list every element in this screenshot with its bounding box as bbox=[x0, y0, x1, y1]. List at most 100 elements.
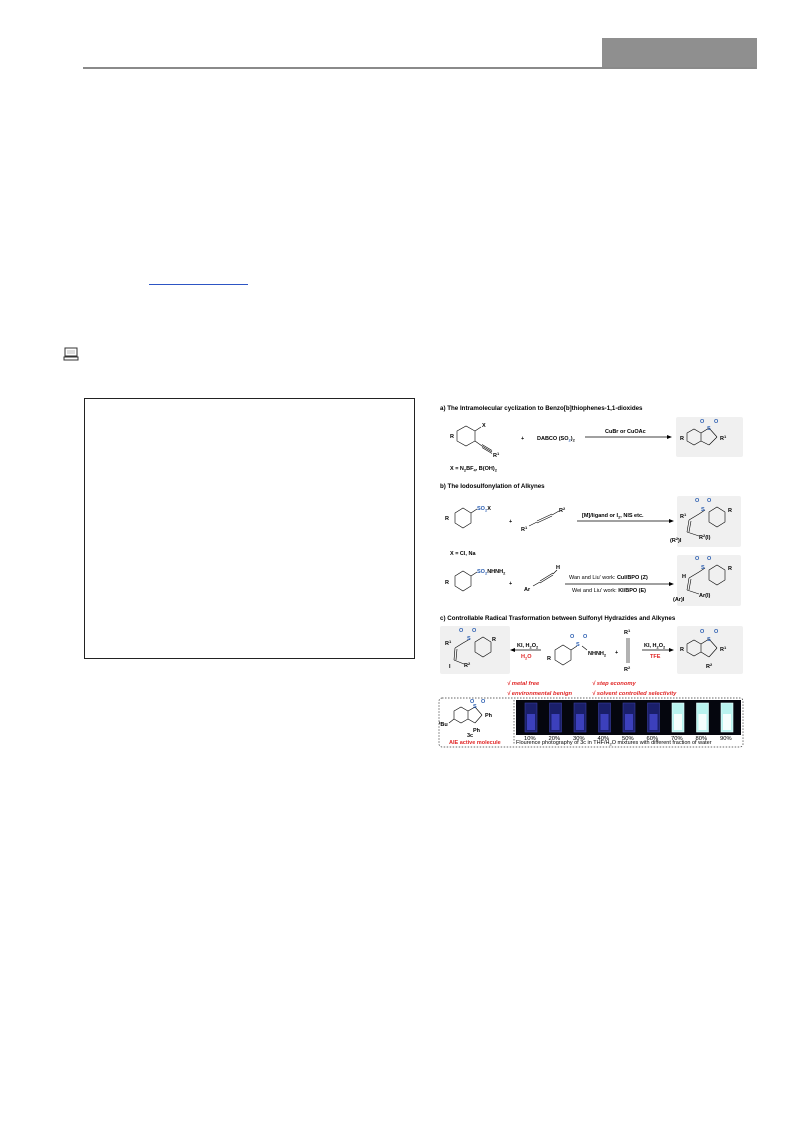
c-left-o1: O bbox=[459, 628, 464, 634]
b-product-2-s: S bbox=[701, 565, 705, 571]
a-plus: + bbox=[521, 436, 524, 442]
a-product-o2: O bbox=[714, 419, 719, 425]
vial-percent-label: 10% bbox=[524, 736, 536, 742]
bullet-step-economy: √ step economy bbox=[592, 680, 637, 687]
c-left-o2: O bbox=[472, 628, 477, 634]
c-right-conditions: KI, H2O2 bbox=[644, 643, 666, 650]
section-c-title: c) Controllable Radical Trasformation be… bbox=[440, 615, 676, 622]
computer-icon bbox=[63, 347, 79, 361]
b-product-2-ar-i: (Ar)I bbox=[673, 597, 685, 603]
b-product-box-2 bbox=[677, 555, 741, 606]
a-reactant bbox=[456, 425, 493, 454]
aie-panel bbox=[438, 697, 744, 748]
c-plus: + bbox=[615, 650, 618, 656]
c-alkyne-r2: R2 bbox=[624, 665, 631, 673]
a-product-r1: R1 bbox=[720, 434, 727, 442]
toc-graphic: a) The Intramolecular cyclization to Ben… bbox=[438, 405, 744, 748]
vial bbox=[573, 702, 587, 733]
b-product-2-structure bbox=[686, 564, 726, 595]
b-product-1-r2i-left: (R2)I bbox=[670, 536, 682, 544]
c-left-solvent: H2O bbox=[521, 654, 532, 661]
vial-group bbox=[524, 702, 734, 733]
vial bbox=[671, 702, 685, 733]
aie-label: AIE active molecule bbox=[449, 740, 501, 746]
c-alkyne bbox=[626, 638, 630, 663]
a-x-definition: X = N2BF4, B(OH)2 bbox=[450, 466, 498, 473]
c-left-conditions: KI, H2O2 bbox=[517, 643, 539, 650]
vial-percent-label: 30% bbox=[573, 736, 585, 742]
c-right-r1: R1 bbox=[720, 645, 727, 653]
section-b-title: b) The Iodosulfonylation of Alkynes bbox=[440, 483, 545, 490]
b-product-2-ar-i2: Ar(I) bbox=[699, 593, 710, 599]
b-conditions: [M]/ligand or I2, NIS etc. bbox=[582, 513, 644, 520]
b-alkyne-2 bbox=[532, 569, 558, 587]
vial-percent-label: 70% bbox=[671, 736, 683, 742]
molecule-tbu: tBu bbox=[439, 720, 448, 728]
b-ar-label: Ar bbox=[524, 587, 531, 593]
b-r2-label: R2 bbox=[559, 506, 566, 514]
b-product-1-s: S bbox=[701, 507, 705, 513]
c-left-r1: R1 bbox=[445, 639, 452, 647]
c-right-o1: O bbox=[700, 629, 705, 635]
c-hydrazide-s: S bbox=[576, 642, 580, 648]
vial-labels: 10%20%30%40%50%60%70%80%90% bbox=[524, 736, 732, 742]
c-left-r: R bbox=[492, 637, 496, 643]
vial bbox=[647, 702, 660, 733]
b-product-1-r1: R1 bbox=[680, 512, 687, 520]
c-right-product-box bbox=[677, 626, 743, 674]
vial-percent-label: 20% bbox=[549, 736, 561, 742]
b-sulfonyl-reactant bbox=[454, 507, 478, 529]
b-plus: + bbox=[509, 519, 512, 525]
b-wan-liu: Wan and Liu' work: CuI/BPO (Z) bbox=[569, 575, 648, 581]
b-hydrazide-reactant bbox=[454, 570, 478, 592]
b-h-label: H bbox=[556, 565, 560, 571]
molecule-ph1: Ph bbox=[485, 713, 493, 719]
b-wei-liu: Wei and Liu' work: KI/BPO (E) bbox=[572, 588, 646, 594]
c-hydrazide-o1: O bbox=[570, 634, 575, 640]
molecule-3c-structure bbox=[448, 706, 483, 724]
bullet-metal-free: √ metal free bbox=[507, 680, 540, 687]
c-right-solvent: TFE bbox=[650, 654, 661, 660]
b-r1-label: R1 bbox=[521, 525, 528, 533]
vial bbox=[549, 702, 562, 733]
a-product-r: R bbox=[680, 436, 684, 442]
vial-percent-label: 80% bbox=[696, 736, 708, 742]
header-tab bbox=[602, 38, 757, 69]
b-product-2-h: H bbox=[682, 574, 686, 580]
b-r-label: R bbox=[445, 516, 449, 522]
b-product-2-o1: O bbox=[695, 556, 700, 562]
header-rule bbox=[83, 67, 756, 69]
vial bbox=[622, 702, 636, 733]
a-product-s: S bbox=[707, 426, 711, 432]
vial-percent-label: 50% bbox=[622, 736, 634, 742]
photo-caption: Flourence photography of 3c in THF/H2O m… bbox=[516, 740, 712, 747]
bullet-solvent-selectivity: √ solvent controlled selectivity bbox=[592, 690, 677, 697]
c-hydrazide-nhnh2: NHNH2 bbox=[588, 651, 607, 658]
b-alkyne-1 bbox=[528, 510, 560, 527]
a-product-structure bbox=[686, 427, 718, 446]
vial bbox=[598, 702, 611, 733]
c-hydrazide-r: R bbox=[547, 656, 551, 662]
vial-percent-label: 60% bbox=[647, 736, 659, 742]
b-product-1-r: R bbox=[728, 508, 732, 514]
b-x-definition: X = Cl, Na bbox=[450, 551, 476, 557]
molecule-ph2: Ph bbox=[473, 728, 481, 734]
b-plus-2: + bbox=[509, 581, 512, 587]
b-hydrazide-r: R bbox=[445, 580, 449, 586]
hyperlink[interactable] bbox=[149, 284, 248, 285]
a-x-label: X bbox=[482, 423, 486, 429]
b-product-1-o1: O bbox=[695, 498, 700, 504]
c-right-product-structure bbox=[686, 638, 718, 658]
b-so2nhnh2: SO2NHNH2 bbox=[477, 569, 506, 576]
c-right-r: R bbox=[680, 647, 684, 653]
c-right-s: S bbox=[707, 637, 711, 643]
a-product-box bbox=[676, 417, 743, 457]
vial bbox=[720, 702, 734, 733]
a-reagent: DABCO (SO2)2 bbox=[537, 436, 576, 443]
c-left-s: S bbox=[467, 636, 471, 642]
vial bbox=[524, 702, 538, 733]
vial bbox=[696, 702, 709, 733]
vial-percent-label: 40% bbox=[598, 736, 610, 742]
c-hydrazide-o2: O bbox=[583, 634, 588, 640]
b-product-1-o2: O bbox=[707, 498, 712, 504]
